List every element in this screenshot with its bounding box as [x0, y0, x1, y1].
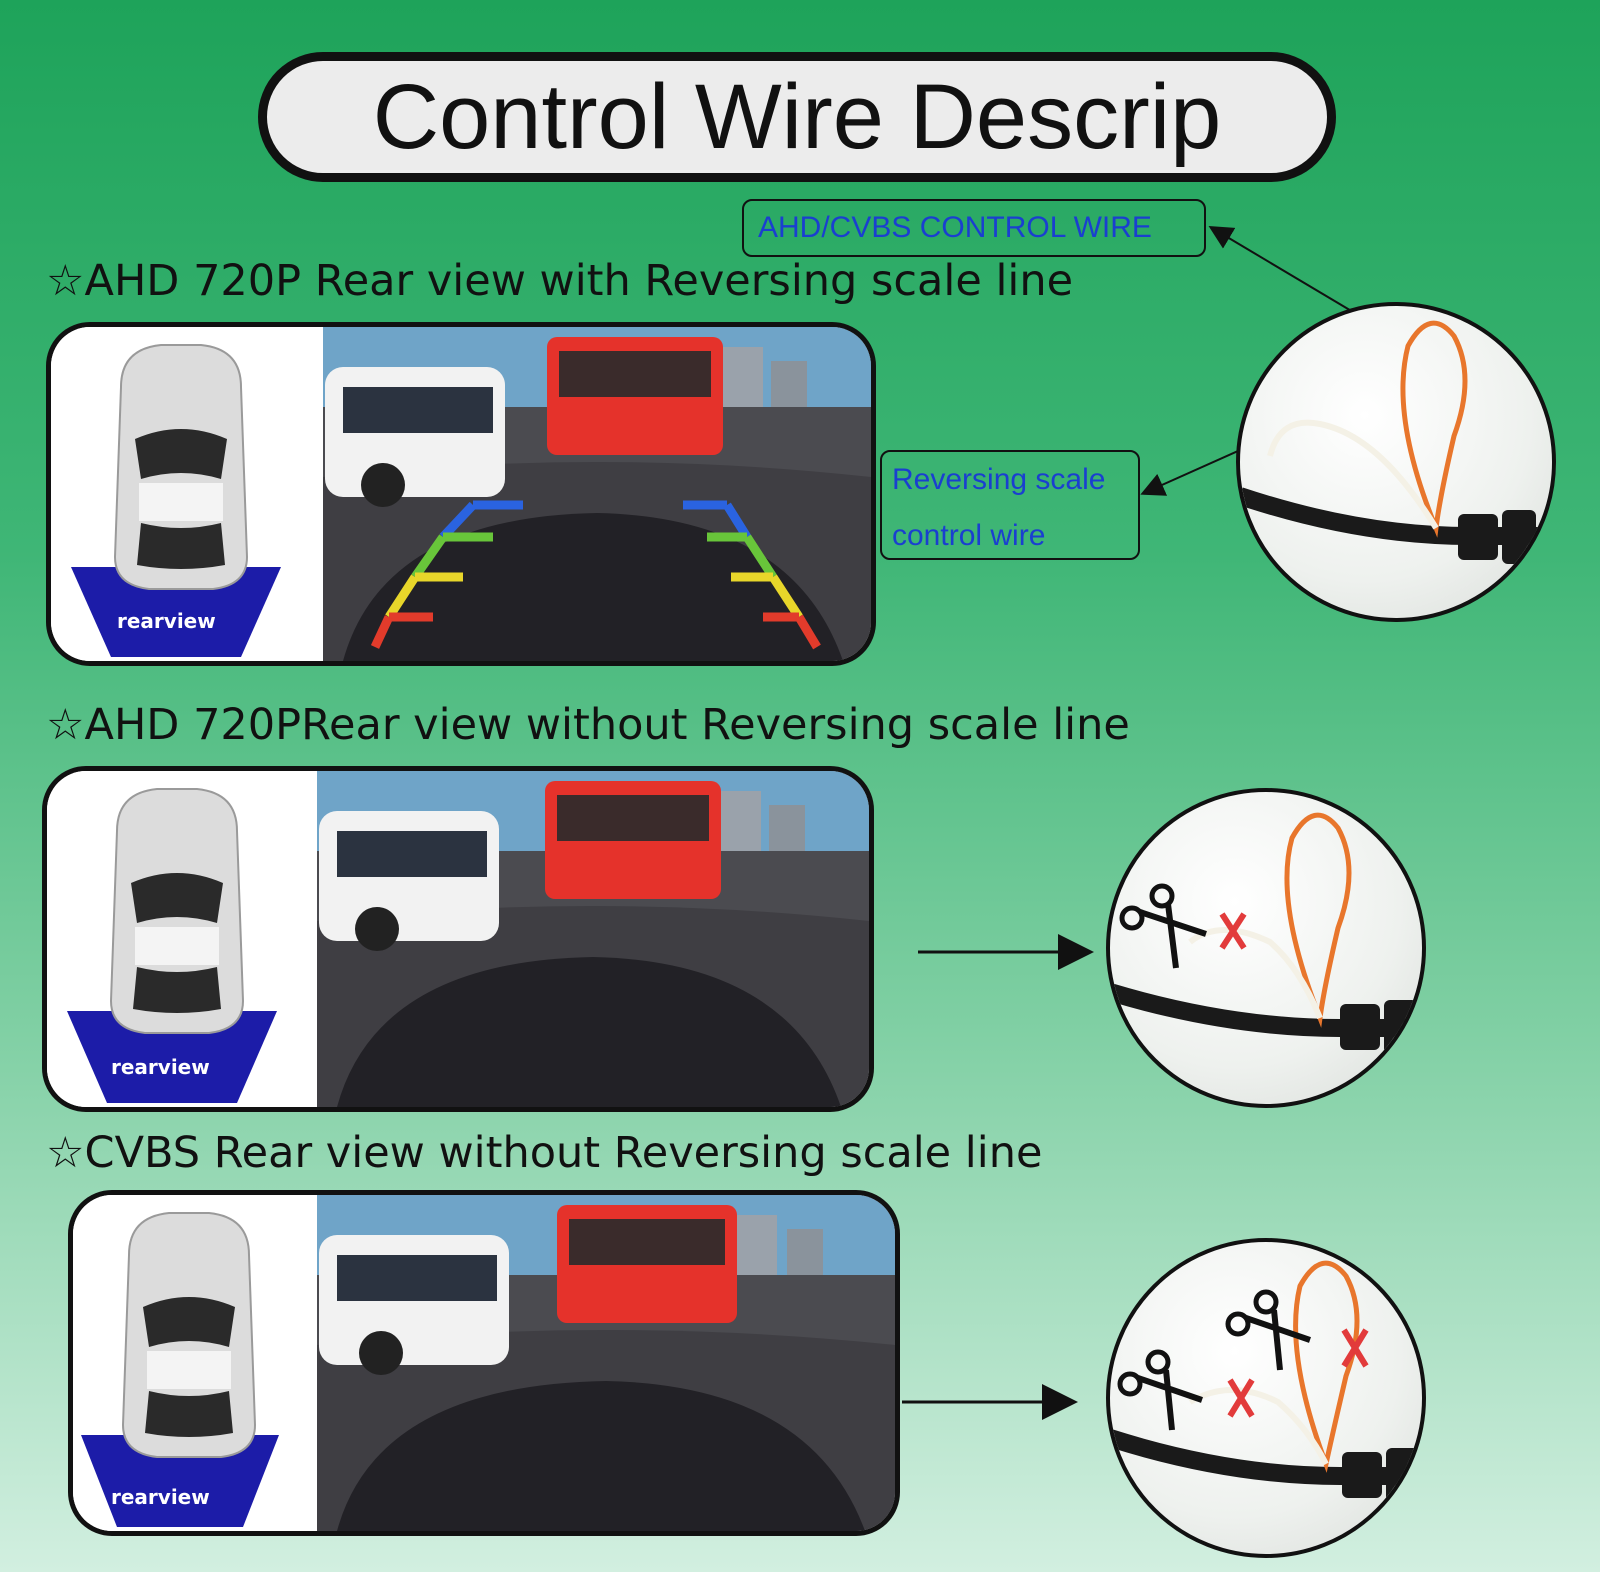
- ahd-cvbs-control-wire-label: AHD/CVBS CONTROL WIRE: [742, 199, 1206, 257]
- section-heading-3: ☆CVBS Rear view without Reversing scale …: [46, 1128, 1043, 1178]
- camera-view-3: [317, 1195, 895, 1531]
- rear-view-panel-1: rearview: [46, 322, 876, 666]
- car-top-view-icon: [71, 344, 281, 657]
- reversing-scale-text-line1: Reversing scale: [892, 463, 1106, 496]
- cut-wires-icon: [1110, 1260, 1422, 1502]
- camera-view-1: [323, 327, 871, 661]
- rear-view-panel-2: rearview: [42, 766, 874, 1112]
- reversing-scale-text-line2: control wire: [892, 519, 1046, 552]
- page-title: Control Wire Descrip: [372, 65, 1222, 168]
- cut-mark-icon: [1227, 1378, 1255, 1418]
- cut-wires-icon: [1110, 812, 1422, 1054]
- rearview-label-2: rearview: [111, 1055, 210, 1079]
- rear-view-panel-3: rearview: [68, 1190, 900, 1536]
- camera-scene-no-guide-lines: [317, 771, 869, 1107]
- ahd-cvbs-control-wire-text: AHD/CVBS CONTROL WIRE: [758, 211, 1152, 244]
- camera-view-2: [317, 771, 869, 1107]
- scissors-icon: [1225, 1289, 1311, 1371]
- reversing-scale-wire-label: Reversing scale control wire: [880, 450, 1140, 560]
- wire-closeup-both-cut: [1106, 1238, 1426, 1558]
- camera-scene-with-guide-lines: [323, 327, 871, 661]
- cut-mark-icon: [1219, 912, 1247, 950]
- control-wires-icon: [1240, 320, 1552, 564]
- car-top-view-icon: [81, 1212, 279, 1527]
- rearview-label-3: rearview: [111, 1485, 210, 1509]
- section-heading-2: ☆AHD 720PRear view without Reversing sca…: [46, 700, 1130, 750]
- scissors-icon: [1119, 883, 1207, 969]
- car-diagram-1: rearview: [51, 327, 323, 661]
- cut-mark-icon: [1341, 1328, 1369, 1368]
- wire-closeup-intact: [1236, 302, 1556, 622]
- wire-closeup-white-cut: [1106, 788, 1426, 1108]
- rearview-label-1: rearview: [117, 609, 216, 633]
- scissors-icon: [1117, 1349, 1203, 1431]
- car-diagram-2: rearview: [47, 771, 317, 1107]
- car-diagram-3: rearview: [73, 1195, 317, 1531]
- camera-scene-no-guide-lines: [317, 1195, 895, 1531]
- car-top-view-icon: [67, 788, 277, 1103]
- title-banner: Control Wire Descrip: [258, 52, 1336, 182]
- section-heading-1: ☆AHD 720P Rear view with Reversing scale…: [46, 256, 1074, 306]
